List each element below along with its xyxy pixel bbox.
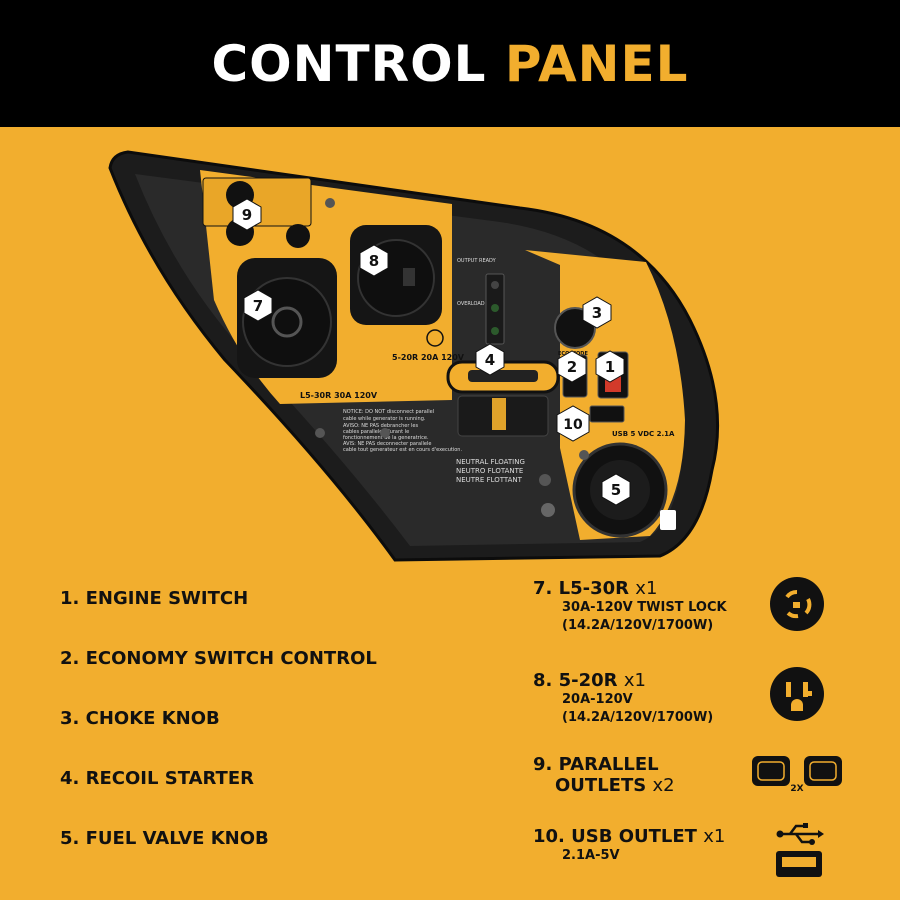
parallel-outlets-icon: 2X: [752, 756, 842, 794]
header-bar: CONTROL PANEL: [0, 0, 900, 127]
control-panel-illustration: L5-30R 30A 120V 5-20R 20A 120V OUTPUT RE…: [108, 150, 720, 562]
svg-text:7: 7: [253, 297, 263, 315]
svg-text:8: 8: [369, 252, 379, 270]
bolt-3: [380, 428, 390, 438]
notice-line-1: NOTICE: DO NOT disconnect parallel: [343, 409, 434, 415]
legend-item-8: 8. 5-20R x1 20A-120V (14.2A/120V/1700W): [533, 670, 893, 727]
svg-text:10: 10: [563, 417, 583, 433]
legend-7-sub-2: (14.2A/120V/1700W): [562, 618, 714, 633]
output-ready-indicator: [491, 281, 499, 289]
notice-line-5: fonctionnement de la generatrice.: [343, 435, 429, 441]
legend-9-title: 9. PARALLEL: [533, 754, 659, 775]
legend-8-sub-2: (14.2A/120V/1700W): [562, 710, 714, 725]
legend-item-3: 3. CHOKE KNOB: [60, 708, 220, 729]
legend-item-1: 1. ENGINE SWITCH: [60, 588, 249, 609]
neutral-line-3: NEUTRE FLOTTANT: [456, 476, 523, 484]
outlet-7-label: L5-30R 30A 120V: [300, 391, 378, 400]
legend-item-9: 9. PARALLEL OUTLETS x2: [533, 754, 893, 796]
legend-7-qty: x1: [635, 578, 658, 599]
marker-2: 2: [557, 350, 587, 383]
fuel-pump-icon: [660, 510, 676, 530]
recoil-grip: [468, 370, 538, 382]
marker-8: 8: [359, 244, 389, 277]
svg-text:9: 9: [242, 206, 252, 224]
legend-item-10: 10. USB OUTLET x1 2.1A-5V: [533, 826, 893, 865]
page-title: CONTROL PANEL: [211, 35, 688, 93]
5-20r-outlet-icon: [770, 667, 824, 721]
legend-10-title: 10. USB OUTLET: [533, 826, 697, 847]
title-accent: PANEL: [504, 34, 689, 93]
usb-label: USB 5 VDC 2.1A: [612, 430, 675, 438]
usb-port: [589, 405, 625, 423]
legend-9-title-2: OUTLETS: [555, 775, 647, 796]
legend-10-sub-1: 2.1A-5V: [562, 848, 620, 863]
legend-7-sub-1: 30A-120V TWIST LOCK: [562, 600, 727, 615]
marker-3: 3: [582, 296, 612, 329]
title-main: CONTROL: [211, 34, 487, 93]
recoil-cord: [492, 398, 506, 430]
legend-item-5: 5. FUEL VALVE KNOB: [60, 828, 269, 849]
l5-30r-outlet-slot: [271, 306, 303, 338]
neutral-line-1: NEUTRAL FLOATING: [456, 458, 525, 466]
grounding-knob: [286, 224, 310, 248]
marker-10: 10: [556, 405, 590, 442]
legend-8-qty: x1: [623, 670, 646, 691]
neutral-line-2: NEUTRO FLOTANTE: [456, 467, 523, 475]
legend-8-title: 8. 5-20R: [533, 670, 618, 691]
legend-7-title: 7. L5-30R: [533, 578, 630, 599]
overload-indicator: [491, 304, 499, 312]
svg-text:5: 5: [611, 481, 621, 499]
usb-icon: [776, 823, 824, 877]
bolt-4: [539, 474, 551, 486]
indicator-label-overload: OVERLOAD: [457, 301, 485, 307]
eco-indicator: [491, 327, 499, 335]
bolt-2: [315, 428, 325, 438]
outlet-8-label: 5-20R 20A 120V: [392, 353, 465, 362]
notice-line-4: cables paralleles durant le: [343, 429, 409, 435]
legend-8-sub-1: 20A-120V: [562, 692, 633, 707]
l5-30r-outlet-icon: [770, 577, 824, 631]
outlet-symbol: [426, 329, 444, 347]
svg-text:4: 4: [485, 351, 495, 369]
bolt-5: [579, 450, 589, 460]
bolt-1: [325, 198, 335, 208]
legend-10-qty: x1: [703, 826, 726, 847]
notice-line-3: AVISO: NE PAS debrancher les: [343, 423, 418, 429]
legend-9-qty: x2: [652, 775, 675, 796]
notice-line-6: AVIS: NE PAS deconnecter parallele: [343, 441, 431, 447]
marker-4: 4: [475, 343, 505, 376]
ground-screw: [541, 503, 555, 517]
notice-line-2: cable while generator is running.: [343, 416, 426, 422]
indicator-label-output: OUTPUT READY: [457, 258, 497, 264]
marker-7: 7: [243, 289, 273, 322]
svg-text:1: 1: [605, 358, 615, 376]
svg-text:2: 2: [567, 358, 577, 376]
legend-item-7: 7. L5-30R x1 30A-120V TWIST LOCK (14.2A/…: [533, 578, 893, 635]
marker-1: 1: [595, 350, 625, 383]
marker-5: 5: [601, 473, 631, 506]
parallel-badge: 2X: [790, 784, 803, 794]
legend-item-4: 4. RECOIL STARTER: [60, 768, 254, 789]
notice-line-7: cable tout generateur est en cours d'exe…: [343, 447, 462, 453]
svg-text:3: 3: [592, 304, 602, 322]
marker-9: 9: [232, 198, 262, 231]
5-20r-outlet-slot: [403, 268, 415, 286]
legend-item-2: 2. ECONOMY SWITCH CONTROL: [60, 648, 377, 669]
